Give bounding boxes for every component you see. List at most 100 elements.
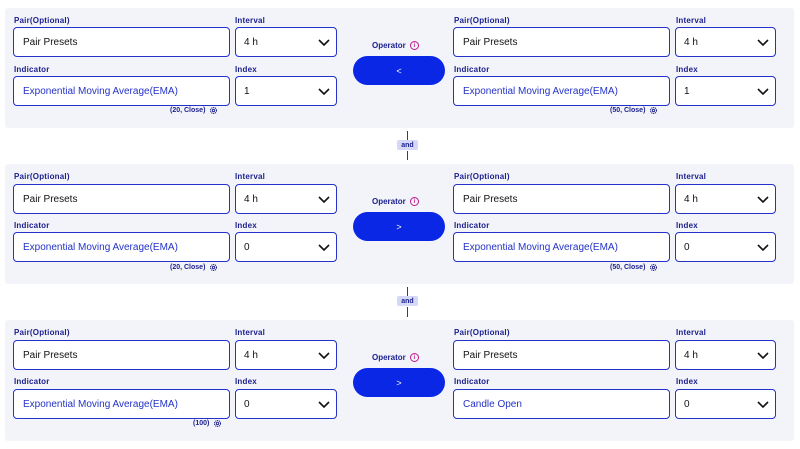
left-indicator-field[interactable]: Exponential Moving Average(EMA) [13, 389, 230, 419]
left-index-value: 1 [244, 85, 250, 97]
left-indicator-label: Indicator [14, 221, 50, 230]
left-pair-label: Pair(Optional) [14, 16, 70, 25]
right-pair-label: Pair(Optional) [454, 328, 510, 337]
operator-button[interactable]: > [353, 212, 445, 241]
left-index-label: Index [235, 377, 257, 386]
gear-icon[interactable] [209, 106, 218, 115]
right-index-value: 1 [684, 85, 690, 97]
left-interval-value: 4 h [244, 193, 258, 205]
and-join-tag[interactable]: and [397, 140, 418, 150]
left-index-value: 0 [244, 241, 250, 253]
left-index-select[interactable]: 0 [235, 232, 337, 262]
info-icon[interactable]: i [409, 353, 419, 362]
chevron-down-icon [318, 196, 330, 204]
right-interval-label: Interval [676, 172, 707, 181]
connector-line [407, 307, 408, 317]
left-indicator-field[interactable]: Exponential Moving Average(EMA) [13, 232, 230, 262]
left-interval-label: Interval [235, 328, 266, 337]
left-interval-label: Interval [235, 172, 266, 181]
right-indicator-field[interactable]: Exponential Moving Average(EMA) [453, 232, 670, 262]
chevron-down-icon [757, 88, 769, 96]
left-pair-field[interactable]: Pair Presets [13, 184, 230, 214]
left-interval-value: 4 h [244, 36, 258, 48]
right-indicator-label: Indicator [454, 377, 490, 386]
operator-label: Operator i [372, 41, 419, 50]
chevron-down-icon [318, 401, 330, 409]
right-index-select[interactable]: 0 [675, 389, 776, 419]
and-join-tag[interactable]: and [397, 296, 418, 306]
right-index-value: 0 [684, 241, 690, 253]
chevron-down-icon [757, 39, 769, 47]
right-indicator-label: Indicator [454, 221, 490, 230]
right-interval-select[interactable]: 4 h [675, 340, 776, 370]
left-indicator-params: (100) [193, 419, 222, 428]
right-interval-value: 4 h [684, 349, 698, 361]
info-icon[interactable]: i [409, 41, 419, 50]
connector-line [407, 151, 408, 160]
right-pair-field[interactable]: Pair Presets [453, 27, 670, 57]
right-interval-label: Interval [676, 16, 707, 25]
right-index-label: Index [676, 377, 698, 386]
left-index-label: Index [235, 65, 257, 74]
right-pair-label: Pair(Optional) [454, 172, 510, 181]
operator-button[interactable]: < [353, 56, 445, 85]
left-pair-label: Pair(Optional) [14, 172, 70, 181]
chevron-down-icon [318, 244, 330, 252]
params-text: (100) [193, 420, 210, 427]
left-indicator-params: (20, Close) [170, 106, 218, 115]
left-index-select[interactable]: 1 [235, 76, 337, 106]
chevron-down-icon [757, 196, 769, 204]
connector-line [407, 287, 408, 296]
right-pair-field[interactable]: Pair Presets [453, 184, 670, 214]
right-interval-select[interactable]: 4 h [675, 27, 776, 57]
operator-label-text: Operator [372, 353, 406, 362]
left-interval-label: Interval [235, 16, 266, 25]
right-interval-value: 4 h [684, 36, 698, 48]
right-interval-value: 4 h [684, 193, 698, 205]
gear-icon[interactable] [209, 263, 218, 272]
chevron-down-icon [318, 88, 330, 96]
gear-icon[interactable] [649, 106, 658, 115]
chevron-down-icon [318, 352, 330, 360]
left-index-value: 0 [244, 398, 250, 410]
operator-label: Operator i [372, 353, 419, 362]
left-indicator-label: Indicator [14, 377, 50, 386]
params-text: (20, Close) [170, 107, 206, 114]
operator-label-text: Operator [372, 197, 406, 206]
chevron-down-icon [757, 244, 769, 252]
right-indicator-label: Indicator [454, 65, 490, 74]
left-index-select[interactable]: 0 [235, 389, 337, 419]
chevron-down-icon [757, 401, 769, 409]
operator-label-text: Operator [372, 41, 406, 50]
left-interval-select[interactable]: 4 h [235, 184, 337, 214]
right-indicator-params: (50, Close) [610, 263, 658, 272]
right-interval-select[interactable]: 4 h [675, 184, 776, 214]
right-index-select[interactable]: 1 [675, 76, 776, 106]
left-pair-label: Pair(Optional) [14, 328, 70, 337]
params-text: (50, Close) [610, 107, 646, 114]
left-index-label: Index [235, 221, 257, 230]
left-pair-field[interactable]: Pair Presets [13, 27, 230, 57]
connector-line [407, 131, 408, 140]
right-index-select[interactable]: 0 [675, 232, 776, 262]
left-interval-value: 4 h [244, 349, 258, 361]
left-interval-select[interactable]: 4 h [235, 340, 337, 370]
right-index-label: Index [676, 221, 698, 230]
right-indicator-params: (50, Close) [610, 106, 658, 115]
right-pair-field[interactable]: Pair Presets [453, 340, 670, 370]
left-indicator-field[interactable]: Exponential Moving Average(EMA) [13, 76, 230, 106]
chevron-down-icon [757, 352, 769, 360]
operator-button[interactable]: > [353, 368, 445, 397]
right-indicator-field[interactable]: Candle Open [453, 389, 670, 419]
right-indicator-field[interactable]: Exponential Moving Average(EMA) [453, 76, 670, 106]
left-interval-select[interactable]: 4 h [235, 27, 337, 57]
params-text: (20, Close) [170, 264, 206, 271]
right-index-value: 0 [684, 398, 690, 410]
left-pair-field[interactable]: Pair Presets [13, 340, 230, 370]
info-icon[interactable]: i [409, 197, 419, 206]
gear-icon[interactable] [213, 419, 222, 428]
right-interval-label: Interval [676, 328, 707, 337]
operator-label: Operator i [372, 197, 419, 206]
left-indicator-params: (20, Close) [170, 263, 218, 272]
gear-icon[interactable] [649, 263, 658, 272]
